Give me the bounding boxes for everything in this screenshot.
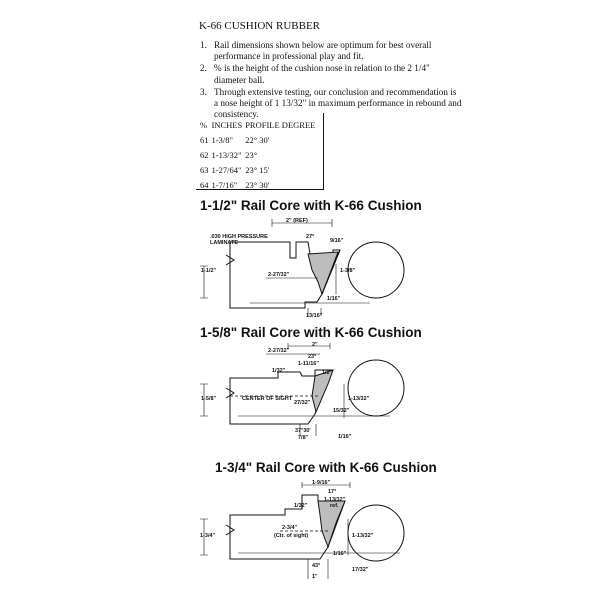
note-text: Through extensive testing, our conclusio…: [214, 86, 462, 120]
label-angle: 23°: [308, 354, 316, 360]
label-left: 1/32": [294, 503, 308, 509]
note-number: 2.: [200, 63, 207, 74]
label-laminate-2: LAMINATE: [210, 240, 238, 246]
note-item: 2. % is the height of the cushion nose in…: [200, 63, 462, 85]
cushion-face-line: [321, 249, 341, 295]
label-top: 1-9/16": [312, 480, 331, 486]
label-bottom: 1": [312, 574, 318, 580]
k66-cushion-profile: [307, 251, 339, 296]
label-half: 1/2": [322, 370, 333, 376]
ball-circle: [347, 241, 405, 299]
rail-body-outline: [229, 494, 346, 560]
dim-height-line: [200, 383, 208, 417]
diagram-1-rail-core: 2" (REF) .030 HIGH PRESSURE LAMINATE 27°…: [200, 218, 405, 319]
label-laminate-1: .030 HIGH PRESSURE: [210, 234, 268, 240]
label-bottom: 7/8": [298, 435, 309, 441]
header-percent: %: [200, 119, 208, 130]
table-cell: 23° 30': [245, 179, 270, 190]
rail-body-outline: [229, 369, 334, 425]
dim-bottom-line: [299, 424, 317, 436]
ball-circle: [347, 359, 405, 417]
k66-cushion-profile: [317, 500, 346, 549]
label-sight: CENTER OF SIGHT: [242, 396, 293, 402]
table-cell: 62: [200, 149, 209, 160]
label-ref: ref.: [330, 503, 339, 509]
table-cell: 1-13/32": [211, 149, 242, 160]
note-number: 3.: [200, 86, 207, 97]
header-inches: INCHES: [211, 119, 243, 130]
diagram-3-title: 1-3/4" Rail Core with K-66 Cushion: [215, 460, 437, 475]
diagram-3-rail-core: 1-9/16" 17° 1-13/32" ref. 1/32" 1-3/4" 2…: [200, 480, 405, 580]
table-cell: 61: [200, 134, 209, 145]
table-cell: 64: [200, 179, 209, 190]
dim-height-line: [200, 518, 208, 556]
label-top: 2": [312, 342, 318, 348]
label-small: 1/32": [272, 368, 286, 374]
table-cell: 63: [200, 164, 209, 175]
table-cell: 23°: [245, 149, 258, 160]
dim-top-line: [301, 482, 351, 488]
note-text: % is the height of the cushion nose in r…: [214, 63, 430, 85]
dim-height-line: [200, 265, 208, 299]
label-angle: 27°: [306, 234, 314, 240]
diagram-2-title: 1-5/8" Rail Core with K-66 Cushion: [200, 325, 422, 340]
label-15-32: 15/32": [333, 408, 350, 414]
rail-break-line: [225, 515, 235, 559]
label-length: 2-3/4": [282, 525, 298, 531]
dim-ref-line: [271, 219, 333, 227]
label-ref: 2" (REF): [286, 218, 308, 224]
header-profile-degree: PROFILE DEGREE: [245, 119, 316, 130]
notes-list: 1. Rail dimensions shown below are optimu…: [200, 40, 462, 121]
label-w1: 1-11/16": [298, 361, 319, 367]
label-length: 2-27/32": [268, 348, 290, 354]
dim-top-line: [287, 343, 331, 349]
note-item: 1. Rail dimensions shown below are optimu…: [200, 40, 462, 62]
label-bottom: 13/16": [306, 313, 323, 319]
label-height: 1-3/4": [200, 533, 216, 539]
table-cell: 1-7/16": [211, 179, 238, 190]
table-cell: 23° 15': [245, 164, 270, 175]
label-angle: 17°: [328, 489, 336, 495]
k66-cushion-profile: [311, 369, 334, 414]
label-gap: 1/16": [338, 434, 352, 440]
label-gap: 1/16": [333, 551, 347, 557]
table-cell: 1-3/8": [211, 134, 233, 145]
rail-break-line: [225, 242, 235, 308]
note-item: 3. Through extensive testing, our conclus…: [200, 87, 462, 121]
label-sight: (Ctr. of sight): [274, 533, 308, 539]
label-nose: 1-13/32": [352, 533, 374, 539]
label-17-32: 17/32": [352, 567, 369, 573]
table-cell: 22° 30': [245, 134, 270, 145]
note-number: 1.: [200, 40, 207, 50]
label-degree: 37°30': [295, 428, 311, 434]
document-title: K-66 CUSHION RUBBER: [199, 20, 321, 32]
table-cell: 1-27/64": [211, 164, 242, 175]
label-w1: 1-13/32": [324, 497, 346, 503]
label-gap: 1/16": [327, 296, 341, 302]
note-text: Rail dimensions shown below are optimum …: [214, 40, 432, 62]
label-nose: 1-13/32": [348, 396, 370, 402]
label-nose: 1-3/8": [340, 268, 356, 274]
label-degree: 43°: [312, 563, 320, 569]
label-height: 1-5/8": [201, 396, 217, 402]
dim-bottom-line: [307, 559, 329, 579]
diagram-1-title: 1-1/2" Rail Core with K-66 Cushion: [200, 198, 422, 213]
rail-break-line: [225, 378, 235, 424]
label-depth: 27/32": [294, 400, 311, 406]
dim-bottom-line: [307, 308, 322, 316]
table-header-row: % INCHES PROFILE DEGREE: [200, 117, 318, 132]
diagram-2-rail-core: 2" 2-27/32" 23° 1-11/16" 1/2" 1/32" 1-5/…: [200, 342, 405, 441]
label-length: 2-27/32": [268, 272, 290, 278]
label-top-small: 9/16": [330, 238, 344, 244]
label-height: 1-1/2": [201, 268, 217, 274]
